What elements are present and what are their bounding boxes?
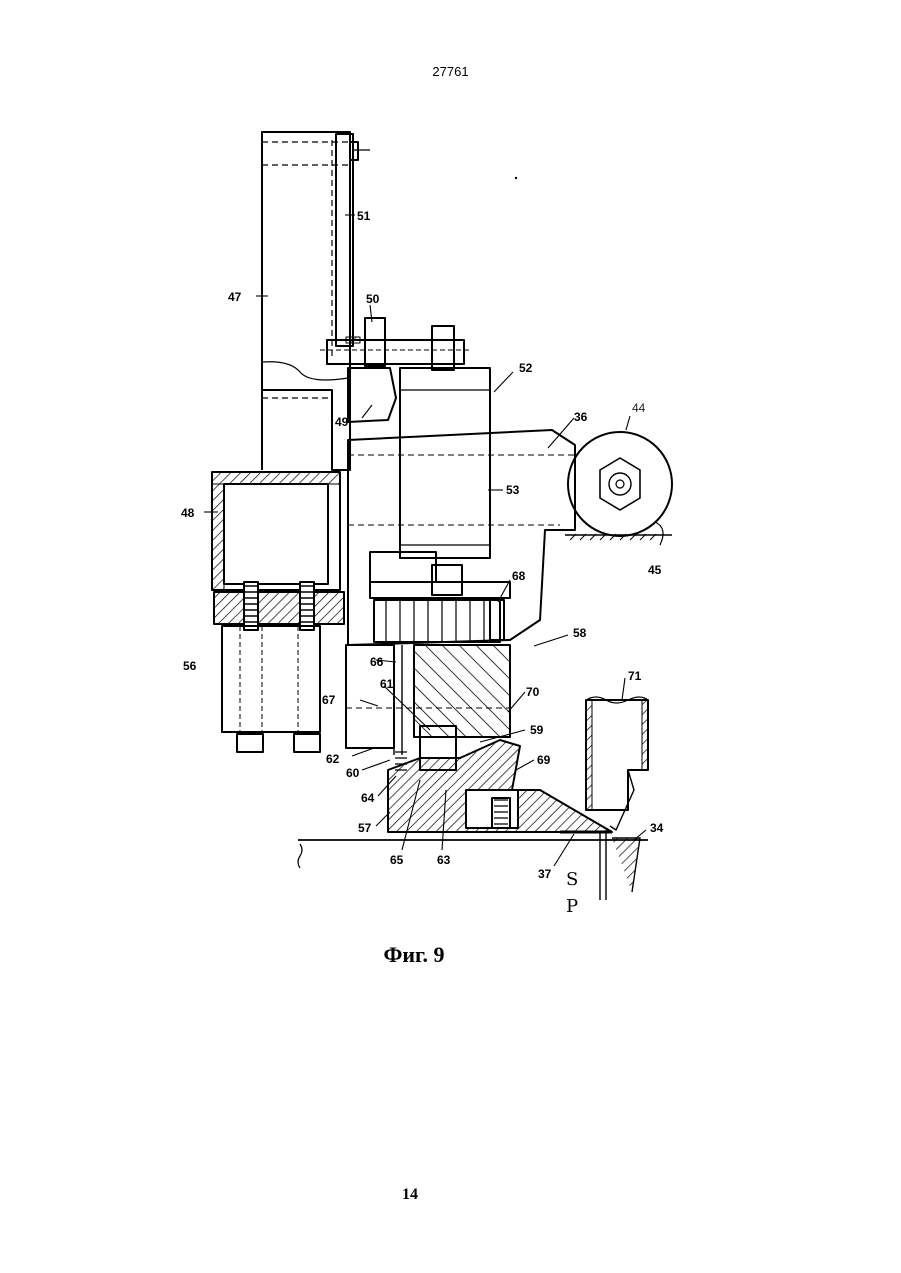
label-45: 45 xyxy=(648,563,662,577)
label-P: P xyxy=(566,896,578,917)
label-71: 71 xyxy=(628,669,642,683)
label-61: 61 xyxy=(380,677,394,691)
label-51: 51 xyxy=(357,209,371,223)
label-69: 69 xyxy=(537,753,551,767)
speck xyxy=(515,177,517,179)
machine-outline xyxy=(212,132,672,900)
part-49 xyxy=(348,368,396,422)
label-48: 48 xyxy=(181,506,195,520)
feeder-71 xyxy=(586,700,648,810)
label-47: 47 xyxy=(228,290,242,304)
label-67: 67 xyxy=(322,693,336,707)
block-70 xyxy=(414,645,510,737)
label-56: 56 xyxy=(183,659,197,673)
gear-train-68 xyxy=(374,600,500,642)
label-34: 34 xyxy=(650,821,664,835)
label-37: 37 xyxy=(538,867,552,881)
label-58: 58 xyxy=(573,626,587,640)
label-66: 66 xyxy=(370,655,384,669)
label-57: 57 xyxy=(358,821,372,835)
label-60: 60 xyxy=(346,766,360,780)
label-S: S xyxy=(566,869,578,890)
label-52: 52 xyxy=(519,361,533,375)
label-62: 62 xyxy=(326,752,340,766)
pivot-shaft-50 xyxy=(327,340,464,364)
page-number: 14 xyxy=(0,1186,820,1204)
label-49: 49 xyxy=(335,415,349,429)
block-56 xyxy=(222,626,320,732)
motor-53 xyxy=(400,368,490,558)
wheel-44 xyxy=(568,432,672,536)
label-68: 68 xyxy=(512,569,526,583)
label-65: 65 xyxy=(390,853,404,867)
label-63: 63 xyxy=(437,853,451,867)
mounting-plate xyxy=(214,592,344,624)
label-36: 36 xyxy=(574,410,588,424)
label-64: 64 xyxy=(361,791,375,805)
bracket-36 xyxy=(348,430,575,645)
box-beam-48 xyxy=(212,472,340,590)
label-59: 59 xyxy=(530,723,544,737)
figure-caption: Фиг. 9 xyxy=(0,942,828,968)
label-44: 44 xyxy=(632,401,646,415)
label-50: 50 xyxy=(366,292,380,306)
label-53: 53 xyxy=(506,483,520,497)
label-70: 70 xyxy=(526,685,540,699)
